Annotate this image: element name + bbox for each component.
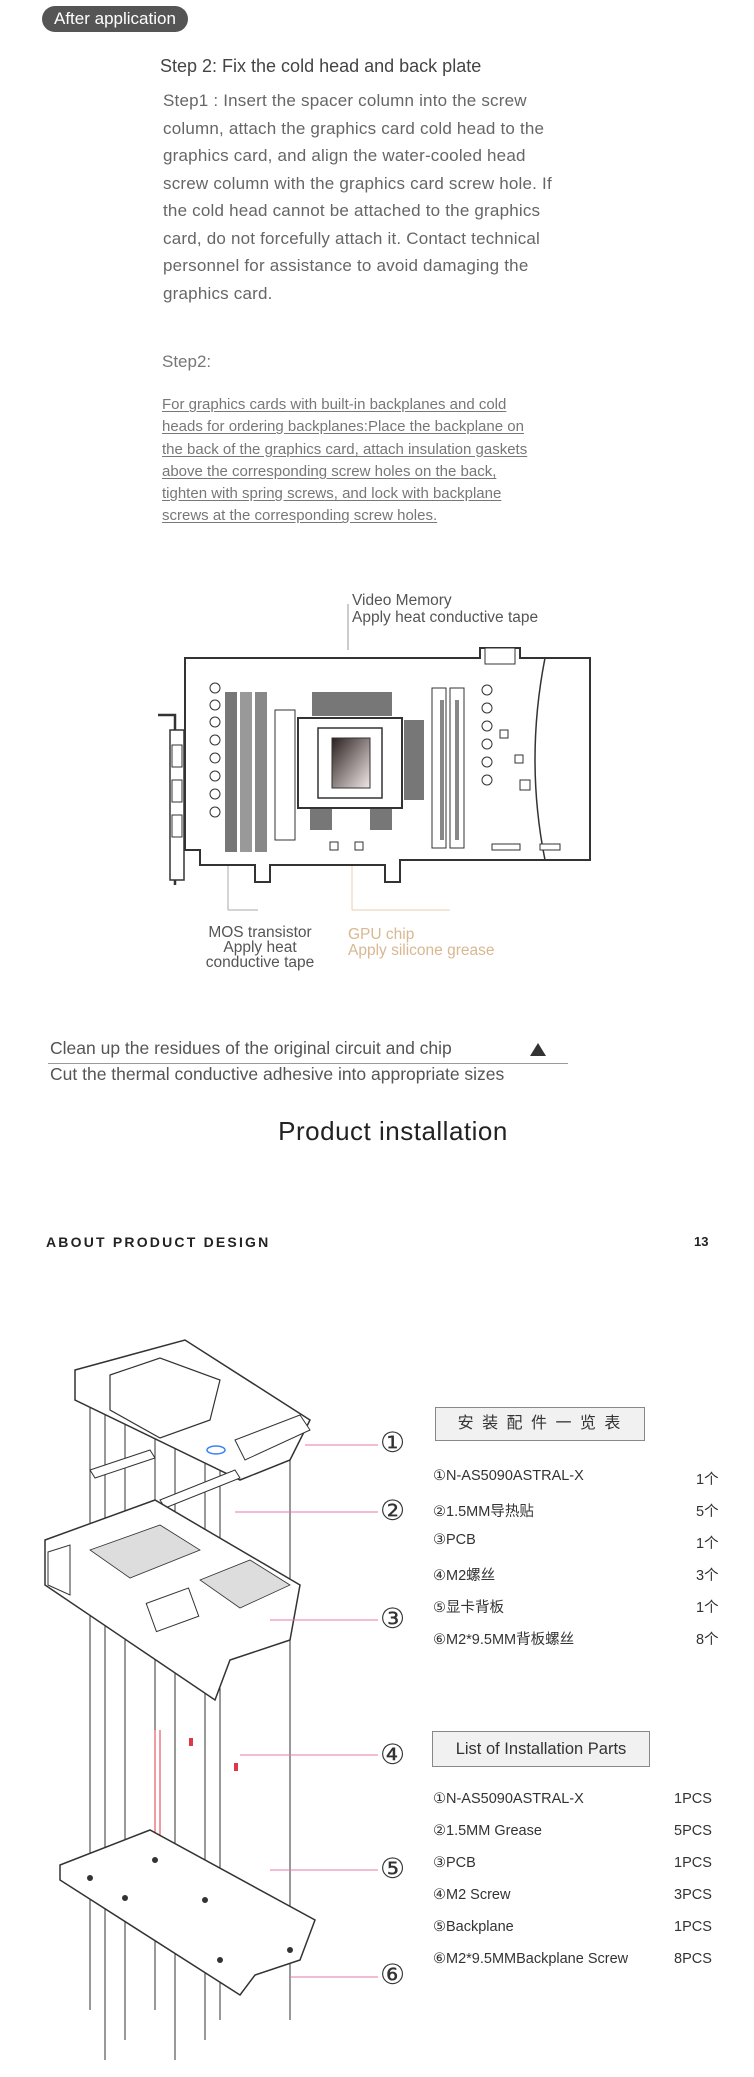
step1-paragraph: Step1 : Insert the spacer column into th… [163, 87, 613, 307]
gpu-grease-label: Apply silicone grease [348, 942, 495, 959]
en-part-qty: 1PCS [674, 1855, 712, 1871]
en-part-qty: 3PCS [674, 1887, 712, 1903]
cn-part-qty: 5个 [696, 1504, 719, 1520]
clean-instruction: Clean up the residues of the original ci… [50, 1038, 452, 1058]
exploded-view-diagram [44, 1339, 378, 2060]
callout-6: ⑥ [380, 1959, 406, 1990]
step1-line: graphics card. [163, 283, 273, 303]
step2-paragraph: For graphics cards with built-in backpla… [162, 394, 602, 528]
cn-part-name: ②1.5MM导热贴 [433, 1504, 534, 1520]
en-part-qty: 1PCS [674, 1919, 712, 1935]
callout-1: ① [380, 1427, 406, 1458]
en-part-name: ①N-AS5090ASTRAL-X [433, 1791, 584, 1807]
section-title: Product installation [278, 1116, 508, 1146]
cn-part-name: ④M2螺丝 [433, 1568, 496, 1584]
step1-line: the cold head cannot be attached to the … [163, 201, 541, 220]
step2-line: the back of the graphics card, attach in… [162, 440, 528, 458]
step2-label: Step2: [162, 352, 212, 371]
step2-line: tighten with spring screws, and lock wit… [162, 485, 502, 503]
step2-line: above the corresponding screw holes on t… [162, 462, 497, 480]
cut-instruction: Cut the thermal conductive adhesive into… [50, 1064, 505, 1084]
step1-line: column, attach the graphics card cold he… [163, 118, 545, 138]
step1-line: card, do not forcefully attach it. Conta… [163, 228, 541, 248]
cn-part-qty: 8个 [696, 1632, 719, 1648]
en-part-name: ⑥M2*9.5MMBackplane Screw [433, 1951, 629, 1967]
gpu-chip-label: GPU chip [348, 926, 415, 943]
cn-part-name: ①N-AS5090ASTRAL-X [433, 1468, 584, 1484]
en-part-name: ③PCB [433, 1855, 476, 1871]
step2-line: screws at the corresponding screw holes. [162, 507, 438, 525]
cn-part-qty: 1个 [696, 1536, 719, 1552]
cn-part-name: ⑥M2*9.5MM背板螺丝 [433, 1632, 575, 1648]
callout-2: ② [380, 1495, 406, 1526]
cn-part-name: ③PCB [433, 1532, 476, 1548]
en-parts-header: List of Installation Parts [432, 1731, 650, 1767]
en-part-name: ⑤Backplane [433, 1919, 514, 1935]
step1-line: graphics card, and align the water-coole… [163, 146, 526, 165]
en-part-name: ②1.5MM Grease [433, 1823, 542, 1839]
en-part-qty: 8PCS [674, 1951, 712, 1967]
section-badge: After application [42, 6, 188, 32]
mos-label-2: Apply heat [223, 939, 297, 956]
divider [48, 1063, 568, 1064]
cn-part-qty: 1个 [696, 1472, 719, 1488]
callout-3: ③ [380, 1603, 406, 1634]
cn-part-qty: 3个 [696, 1568, 719, 1584]
callout-5: ⑤ [380, 1853, 406, 1884]
step1-line: screw column with the graphics card scre… [163, 173, 552, 193]
video-memory-label: Video Memory [352, 592, 452, 609]
step1-line: personnel for assistance to avoid damagi… [163, 256, 529, 275]
step2-line: For graphics cards with built-in backpla… [162, 396, 507, 413]
en-part-qty: 1PCS [674, 1791, 712, 1807]
mos-label-3: conductive tape [205, 954, 315, 971]
step1-line: Step1 : Insert the spacer column into th… [163, 91, 527, 110]
en-part-name: ④M2 Screw [433, 1887, 511, 1903]
cn-part-qty: 1个 [696, 1600, 719, 1616]
video-memory-tape-label: Apply heat conductive tape [352, 609, 539, 626]
callout-4: ④ [380, 1739, 406, 1770]
cn-parts-header: 安 装 配 件 一 览 表 [435, 1407, 645, 1441]
mos-label-1: MOS transistor [208, 924, 312, 941]
step-heading: Step 2: Fix the cold head and back plate [160, 56, 482, 76]
step2-line: heads for ordering backplanes:Place the … [162, 418, 524, 436]
graphics-card-diagram [158, 604, 591, 911]
en-part-qty: 5PCS [674, 1823, 712, 1839]
triangle-up-icon [530, 1043, 546, 1056]
cn-part-name: ⑤显卡背板 [433, 1600, 504, 1616]
page-number: 13 [694, 1234, 709, 1249]
about-heading: ABOUT PRODUCT DESIGN [46, 1234, 271, 1250]
